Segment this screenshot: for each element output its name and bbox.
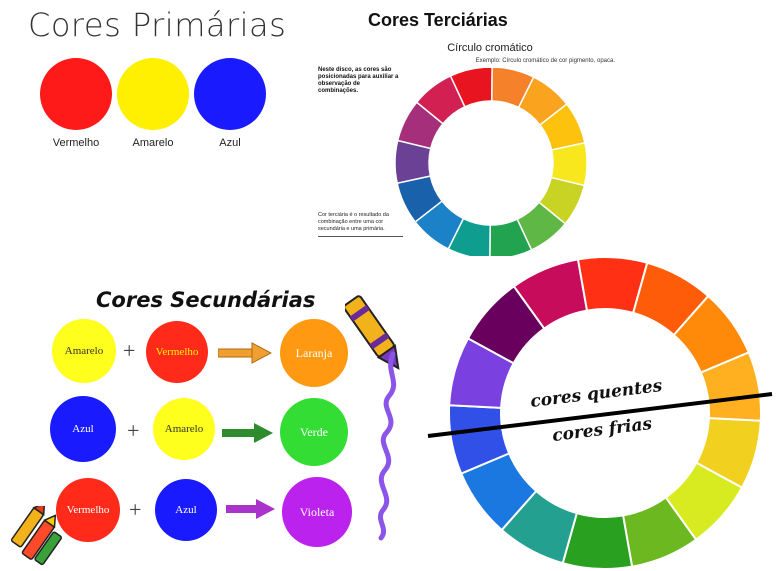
orange-arrow-icon	[218, 342, 272, 364]
mix-row3-result: Violeta	[282, 477, 352, 547]
primary-yellow-circle	[117, 58, 189, 130]
primary-red-circle	[40, 58, 112, 130]
mix-row2-color-b-label: Amarelo	[164, 423, 204, 435]
mix-row1-plus: +	[123, 338, 136, 363]
divider-line	[318, 236, 403, 237]
mix-row2-result-label: Verde	[300, 424, 328, 439]
mix-row2-result: Verde	[280, 398, 348, 466]
tertiary-note-bottom: Cor terciária é o resultado da combinaçã…	[318, 212, 389, 232]
mix-row1-color-a: Amarelo	[52, 319, 116, 383]
purple-arrow-icon	[226, 499, 275, 519]
secondary-colors-title: Cores Secundárias	[96, 288, 316, 312]
crayons-icon	[10, 506, 62, 566]
mix-row3-plus: +	[129, 497, 142, 522]
tertiary-colors-title: Cores Terciárias	[368, 10, 508, 30]
tertiary-color-wheel	[394, 68, 588, 256]
mix-row1-result-label: Laranja	[295, 345, 333, 360]
primary-label-blue: Azul	[219, 137, 241, 149]
chromatic-circle-subtitle: Círculo cromático	[447, 42, 533, 54]
warm-cool-wheel-segment	[512, 258, 589, 330]
mix-row3-color-b: Azul	[155, 479, 217, 541]
warm-cool-color-wheel	[448, 256, 762, 570]
mix-row3-color-a-label: Vermelho	[66, 504, 110, 516]
mix-row1-color-a-label: Amarelo	[64, 345, 104, 357]
primary-colors-title: Cores Primárias	[28, 6, 287, 44]
mix-row2-plus: +	[127, 418, 140, 443]
tertiary-note-top: Neste disco, as cores são posicionadas p…	[318, 67, 399, 94]
mix-row2-color-b: Amarelo	[153, 398, 215, 460]
mix-row3-color-a: Vermelho	[56, 478, 120, 542]
primary-label-red: Vermelho	[52, 137, 100, 149]
mix-row2-color-a: Azul	[50, 396, 116, 462]
mix-row3-result-label: Violeta	[299, 504, 335, 519]
mix-row1-result: Laranja	[280, 319, 348, 387]
tertiary-wheel-segment	[415, 74, 466, 125]
chromatic-circle-example: Exemplo: Círculo cromático de cor pigmen…	[475, 58, 615, 64]
primary-label-yellow: Amarelo	[132, 137, 174, 149]
green-arrow-icon	[222, 423, 273, 443]
crayon-icon	[345, 295, 400, 541]
warm-cool-divider-line	[427, 392, 773, 438]
mix-row1-color-b-label: Vermelho	[155, 346, 199, 358]
mix-row1-color-b: Vermelho	[146, 321, 208, 383]
primary-blue-circle	[194, 58, 266, 130]
mix-row2-color-a-label: Azul	[72, 423, 94, 435]
mix-row3-color-b-label: Azul	[175, 504, 197, 516]
